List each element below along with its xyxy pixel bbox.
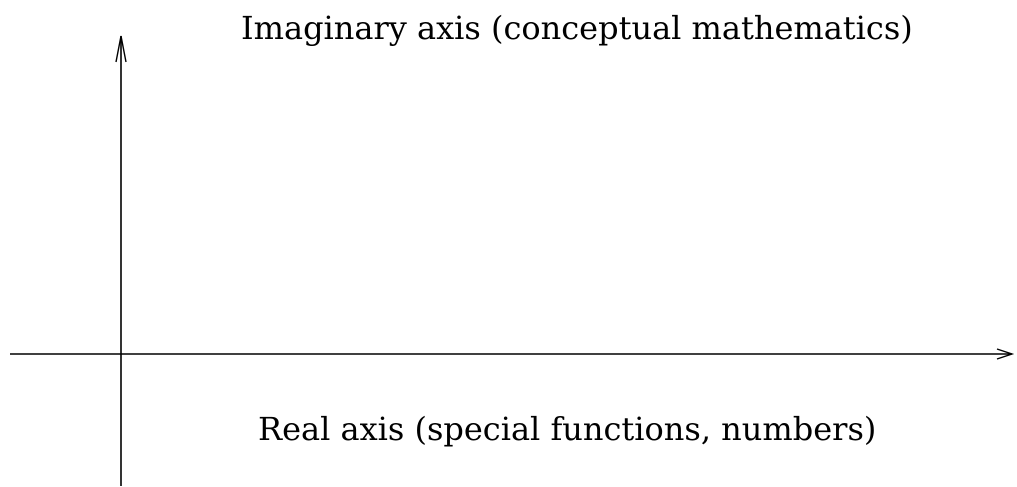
imaginary-axis-label: Imaginary axis (conceptual mathematics) bbox=[241, 9, 913, 47]
real-axis-arrowhead bbox=[996, 348, 1015, 360]
imaginary-axis-arrowhead bbox=[115, 35, 127, 63]
real-axis-label: Real axis (special functions, numbers) bbox=[258, 410, 877, 448]
